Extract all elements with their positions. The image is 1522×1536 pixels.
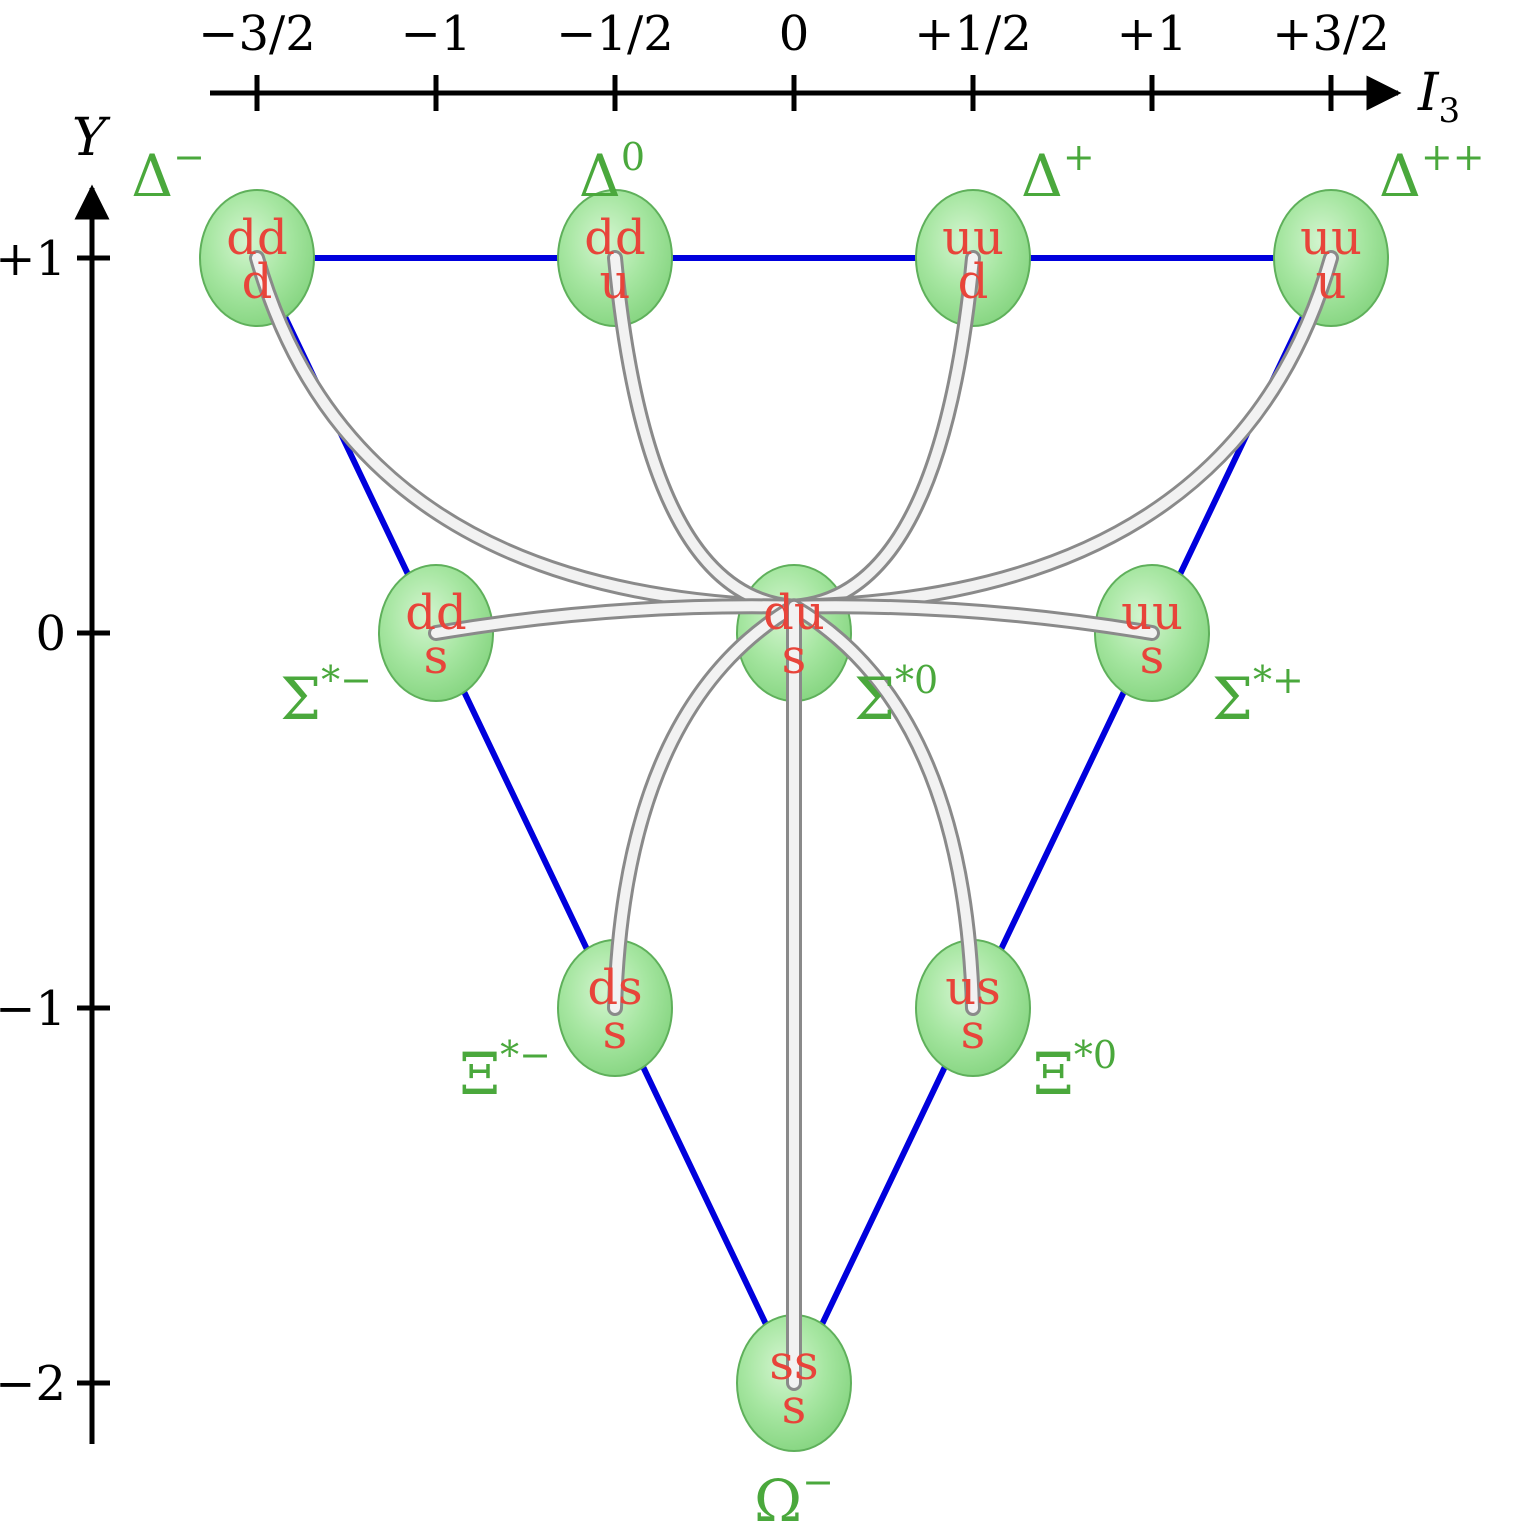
string-sigma-star-plus: [789, 601, 1157, 638]
quark-content-top: du: [763, 585, 825, 641]
particle-charge: *0: [895, 658, 938, 702]
quark-content-bottom: s: [424, 629, 449, 685]
particle-symbol: Ξ: [1033, 1040, 1074, 1108]
x-tick-label: −3/2: [198, 6, 315, 62]
particle-charge: *−: [500, 1033, 551, 1077]
quark-content-top: dd: [584, 210, 645, 266]
particle-charge: 0: [621, 135, 645, 179]
quark-content-bottom: s: [1140, 629, 1165, 685]
quark-content-top: dd: [405, 585, 466, 641]
quark-content-top: ss: [769, 1335, 818, 1391]
quark-content-top: us: [945, 960, 1001, 1016]
string-delta-plusplus: [789, 253, 1336, 612]
particle-symbol: Ξ: [459, 1040, 500, 1108]
quark-content-top: ds: [587, 960, 642, 1016]
x-axis-title: I3: [1417, 63, 1460, 131]
particle-label-sigma-star-plus: Σ*+: [1212, 658, 1304, 733]
particle-symbol: Δ: [579, 142, 621, 210]
x-tick-label: −1: [401, 6, 472, 62]
particle-symbol: Ω: [754, 1467, 802, 1535]
quark-content-top: uu: [942, 210, 1004, 266]
particle-charge: −: [173, 135, 205, 179]
particle-charge: +: [1063, 135, 1095, 179]
y-tick-label: −2: [0, 1356, 66, 1412]
string-xi-star-minus: [610, 601, 799, 1013]
particle-label-delta-plusplus: Δ++: [1379, 135, 1485, 210]
y-tick-label: 0: [35, 606, 66, 662]
particle-label-xi-star-minus: Ξ*−: [459, 1033, 551, 1108]
particle-label-delta-minus: Δ−: [131, 135, 205, 210]
particle-symbol: Δ: [1021, 142, 1063, 210]
particle-label-sigma-star-minus: Σ*−: [280, 658, 372, 733]
particle-label-xi-star-zero: Ξ*0: [1033, 1033, 1117, 1108]
particle-charge: ++: [1421, 135, 1485, 179]
string-delta-minus: [252, 253, 799, 612]
quark-content-bottom: s: [782, 629, 807, 685]
quark-content-bottom: s: [603, 1004, 628, 1060]
particle-charge: *−: [321, 658, 372, 702]
string-delta-zero: [610, 253, 799, 612]
y-tick-label: −1: [0, 981, 66, 1037]
quark-content-bottom: s: [782, 1379, 807, 1435]
y-axis-title: Y: [72, 108, 111, 168]
color-strings: [249, 250, 1339, 1391]
particle-charge: *0: [1074, 1033, 1117, 1077]
particle-label-delta-zero: Δ0: [579, 135, 645, 210]
quark-content-top: uu: [1121, 585, 1183, 641]
quark-content-bottom: s: [961, 1004, 986, 1060]
quark-content-top: dd: [226, 210, 287, 266]
y-axis: +1 0 −1 −2 Y: [0, 108, 111, 1444]
quark-content-bottom: d: [242, 254, 273, 310]
quark-content-bottom: d: [958, 254, 989, 310]
x-tick-label: +1/2: [914, 6, 1031, 62]
quark-content-bottom: u: [600, 254, 631, 310]
quark-content-bottom: u: [1316, 254, 1347, 310]
particle-charge: −: [802, 1460, 834, 1504]
particle-symbol: Σ: [854, 665, 895, 733]
particle-symbol: Σ: [280, 665, 321, 733]
string-sigma-star-minus: [431, 601, 799, 638]
particle-label-omega-minus: Ω−: [754, 1460, 834, 1535]
particle-symbol: Σ: [1212, 665, 1253, 733]
x-axis: −3/2 −1 −1/2 0 +1/2 +1 +3/2 I3: [198, 6, 1460, 131]
particle-symbol: Δ: [131, 142, 173, 210]
particle-symbol: Δ: [1379, 142, 1421, 210]
decuplet-triangle: [254, 255, 1334, 1386]
x-axis-title-main: I: [1417, 63, 1440, 123]
x-tick-label: −1/2: [556, 6, 673, 62]
x-tick-label: +3/2: [1272, 6, 1389, 62]
x-axis-title-sub: 3: [1439, 91, 1461, 131]
string-xi-star-zero: [789, 601, 978, 1013]
x-tick-label: +1: [1117, 6, 1188, 62]
y-axis-ticks: +1 0 −1 −2: [0, 231, 110, 1412]
particle-label-delta-plus: Δ+: [1021, 135, 1095, 210]
x-axis-ticks: −3/2 −1 −1/2 0 +1/2 +1 +3/2: [198, 6, 1390, 111]
quark-content-top: uu: [1300, 210, 1362, 266]
y-tick-label: +1: [0, 231, 66, 287]
x-tick-label: 0: [779, 6, 810, 62]
particle-label-sigma-star-zero: Σ*0: [854, 658, 938, 733]
particle-charge: *+: [1253, 658, 1304, 702]
